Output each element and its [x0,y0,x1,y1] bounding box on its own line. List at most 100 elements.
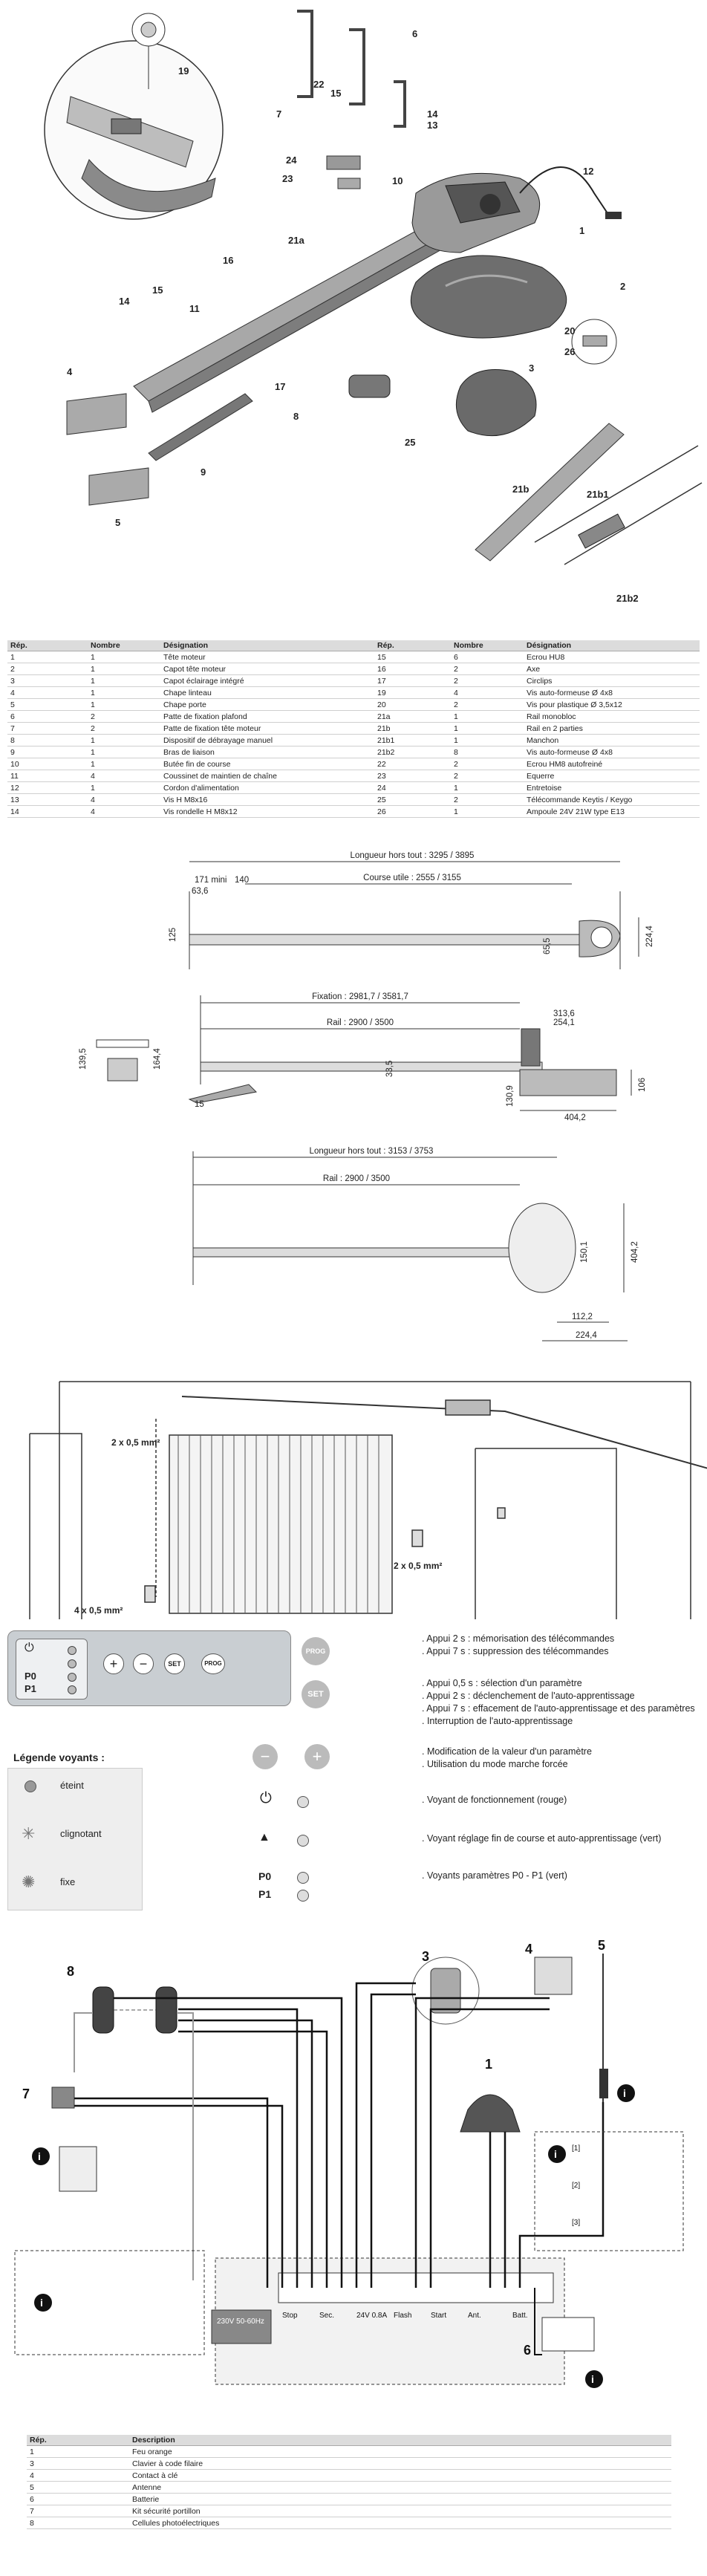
parts-table-cell: 7 [7,722,88,735]
parts-table-cell: 2 [451,793,524,806]
wiring-diagram: i i i i i 8 7 3 4 5 1 6 Stop Sec. 24V 0.… [14,1939,684,2388]
voyant-label-p0: P0 [258,1870,272,1882]
accessories-table-cell: Feu orange [129,2445,671,2458]
svg-text:10: 10 [392,175,403,186]
dim-rail-bottom: Rail : 2900 / 3500 [323,1174,390,1183]
parts-table-cell: 6 [7,710,88,723]
svg-text:i: i [591,2373,594,2385]
svg-text:1: 1 [579,225,584,236]
voyant-led-p0 [68,1673,76,1682]
parts-table-cell: 2 [451,770,524,782]
parts-table-cell: 8 [7,734,88,747]
parts-table-cell: 10 [7,758,88,770]
parts-table-cell: 25 [374,793,451,806]
plus-button[interactable]: + [103,1653,124,1674]
parts-table-cell: 2 [7,663,88,675]
svg-text:13: 13 [427,120,437,131]
dim-overall-top: Longueur hors tout : 3295 / 3895 [351,851,475,860]
parts-table-cell: Bras de liaison [160,746,374,758]
parts-table-cell: 1 [88,758,160,770]
parts-table-cell: 2 [88,710,160,723]
callout-5: 5 [598,1939,605,1953]
power-icon: ⏻ [260,1790,272,1806]
parts-table-cell: 22 [374,758,451,770]
terminal-ant: Ant. [468,2312,481,2320]
led-off-icon [25,1780,36,1792]
parts-table-cell: Vis rondelle H M8x12 [160,805,374,818]
led-label-p0: P0 [25,1671,36,1682]
parts-table-cell: Manchon [524,734,700,747]
parts-table-cell: Capot tête moteur [160,663,374,675]
accessories-table-header: Rép. Description [27,2435,671,2446]
parts-table-cell: 16 [374,663,451,675]
dim-313: 313,6 [553,1009,575,1018]
parts-table-cell: 2 [451,674,524,687]
parts-table-cell: 20 [374,698,451,711]
set-button[interactable]: SET [164,1653,185,1674]
dim-fixation: Fixation : 2981,7 / 3581,7 [312,992,408,1001]
insert-1: [1] [572,2144,580,2153]
cable-label-2: 2 x 0,5 mm² [394,1561,442,1571]
accessories-table-cell: Contact à clé [129,2469,671,2482]
parts-table-cell: Vis pour plastique Ø 3,5x12 [524,698,700,711]
parts-table-cell: 13 [7,793,88,806]
supply-label: 230V 50-60Hz [217,2318,264,2326]
parts-table-cell: 1 [88,686,160,699]
svg-text:9: 9 [201,466,206,478]
parts-table-cell: Vis H M8x16 [160,793,374,806]
parts-table-cell: 2 [451,663,524,675]
parts-table-cell: 1 [88,674,160,687]
parts-table-cell: 2 [451,758,524,770]
parts-table-cell: Rail en 2 parties [524,722,700,735]
callout-7: 7 [22,2087,30,2101]
parts-table-cell: 21b [374,722,451,735]
led-label-p1: P1 [25,1683,36,1694]
parts-table-cell: 1 [451,781,524,794]
svg-text:21b1: 21b1 [587,489,609,500]
parts-table-cell: Equerre [524,770,700,782]
svg-text:11: 11 [189,303,200,314]
svg-text:14: 14 [427,108,438,120]
voyant-icon-p1 [297,1890,309,1902]
plusminus-instructions: . Modification de la valeur d'un paramèt… [422,1746,592,1769]
accessories-table-cell: 3 [27,2457,129,2470]
svg-text:21a: 21a [288,235,304,246]
parts-table-cell: Vis auto-formeuse Ø 4x8 [524,746,700,758]
parts-table-cell: Ampoule 24V 21W type E13 [524,805,700,818]
accessories-table-cell: Clavier à code filaire [129,2457,671,2470]
parts-table-cell: Cordon d'alimentation [160,781,374,794]
svg-text:20: 20 [564,325,575,336]
parts-table-cell: 11 [7,770,88,782]
svg-text:21b: 21b [512,484,529,495]
svg-text:12: 12 [583,166,593,177]
terminal-start: Start [431,2312,446,2320]
parts-table-cell: Circlips [524,674,700,687]
dim-rail-side: Rail : 2900 / 3500 [327,1018,394,1027]
prog-button[interactable]: PROG [201,1653,225,1674]
parts-table-cell: 2 [451,698,524,711]
svg-text:i: i [554,2148,557,2160]
accessories-table-cell: 1 [27,2445,129,2458]
parts-table-cell: 4 [88,770,160,782]
minus-button[interactable]: − [133,1653,154,1674]
voyant-led-1 [68,1646,76,1655]
parts-table-cell: 5 [7,698,88,711]
callout-3: 3 [422,1949,429,1964]
exploded-view-diagram: 19 6 7 15 22 14 13 12 1 24 23 21a 10 16 … [44,10,703,604]
parts-table-cell: 1 [451,734,524,747]
accessories-table-cell: 5 [27,2481,129,2494]
parts-table-cell: 4 [451,686,524,699]
parts-table-cell: Butée fin de course [160,758,374,770]
callout-4: 4 [525,1942,532,1957]
parts-table-cell: 2 [88,722,160,735]
parts-table-cell: 1 [451,805,524,818]
parts-table-cell: 1 [451,710,524,723]
